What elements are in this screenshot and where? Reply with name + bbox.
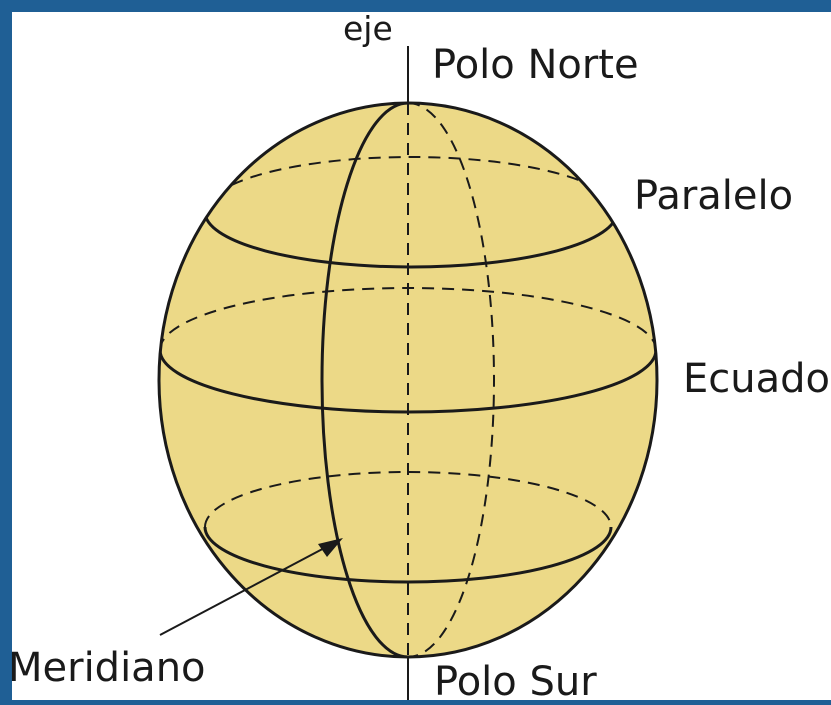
north-pole-label: Polo Norte xyxy=(432,45,639,85)
parallel-label: Paralelo xyxy=(634,176,793,216)
meridian-label: Meridiano xyxy=(8,648,206,688)
axis-label: eje xyxy=(343,12,393,45)
equator-label: Ecuador xyxy=(683,359,831,399)
south-pole-label: Polo Sur xyxy=(434,662,597,702)
